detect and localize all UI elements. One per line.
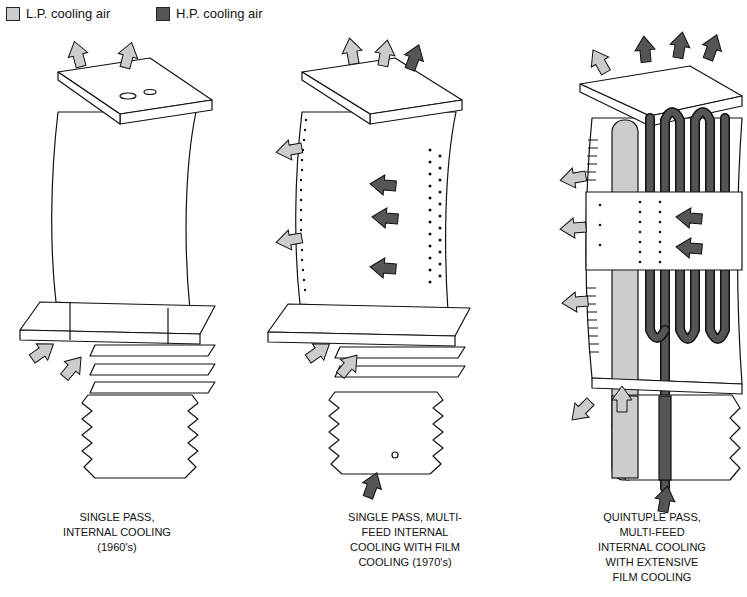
caption: QUINTUPLE PASS, MULTI-FEED INTERNAL COOL…	[593, 510, 711, 585]
caption: SINGLE PASS, INTERNAL COOLING (1960's)	[58, 510, 176, 555]
legend-swatch	[156, 7, 170, 21]
caption: SINGLE PASS, MULTI-FEED INTERNAL COOLING…	[346, 510, 464, 570]
legend-text: L.P. cooling air	[26, 6, 110, 22]
legend-text: H.P. cooling air	[176, 6, 262, 22]
legend-swatch	[6, 7, 20, 21]
